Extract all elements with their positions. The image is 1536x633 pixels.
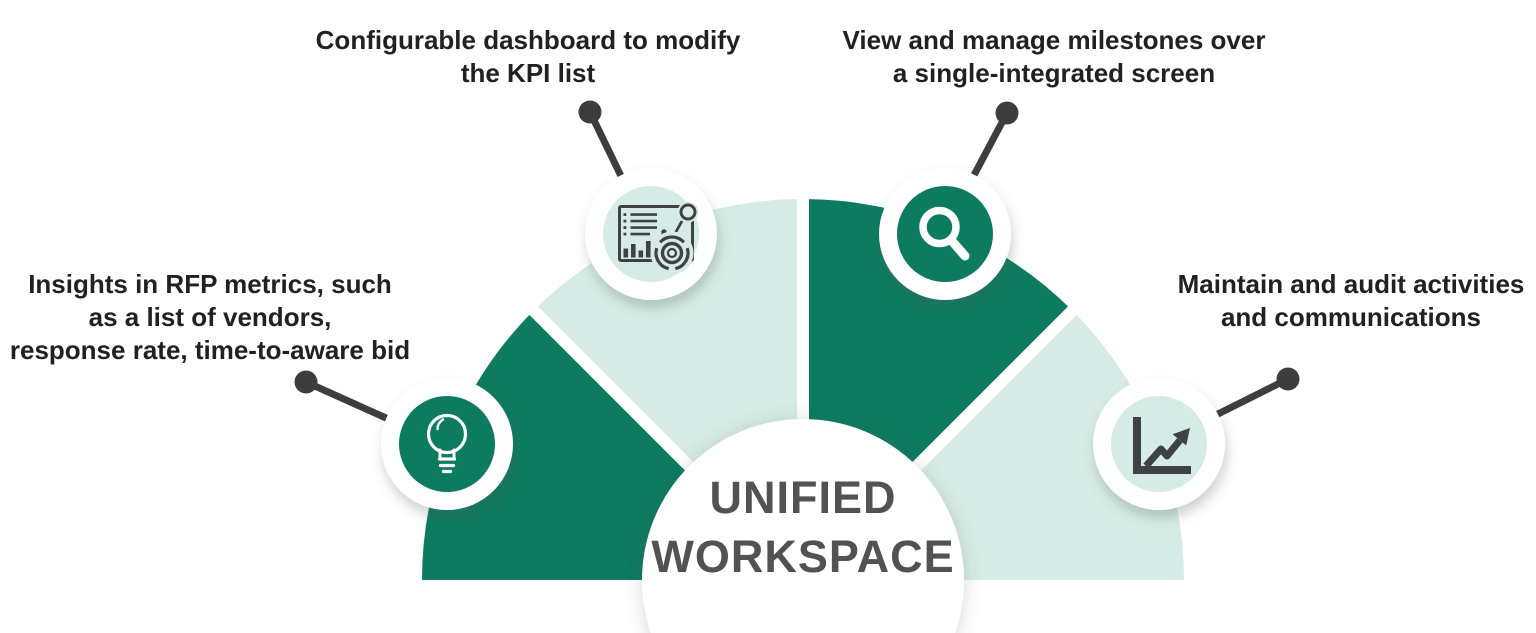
milestones-badge (879, 168, 1011, 300)
donut-chart-glyph (650, 231, 694, 275)
diagram-title: UNIFIED WORKSPACE (651, 472, 955, 582)
badge-fill (897, 186, 993, 282)
badge-fill (399, 396, 495, 492)
callout-label-dashboard: Configurable dashboard to modify the KPI… (315, 25, 741, 88)
connector-line-insights (302, 378, 390, 422)
center-circle (642, 419, 964, 633)
lightbulb-icon (426, 413, 468, 474)
connector-line-audit (1214, 375, 1292, 418)
callout-connectors (294, 100, 1300, 422)
connector-line-dashboard (586, 108, 625, 180)
magnifier-icon (919, 206, 970, 261)
callout-label-insights: Insights in RFP metrics, such as a list … (9, 269, 411, 365)
trend-chart-icon (1133, 417, 1191, 474)
connector-dot-milestones (995, 101, 1019, 125)
bar-chart-glyph (623, 241, 651, 258)
connector-line-milestones (969, 109, 1011, 181)
audit-badge (1093, 378, 1225, 510)
callout-label-milestones: View and manage milestones over a single… (842, 25, 1266, 88)
dashboard-badge (585, 168, 717, 300)
connector-dot-dashboard (578, 100, 602, 124)
callout-label-audit: Maintain and audit activities and commun… (1177, 269, 1525, 332)
kpi-dashboard-icon (618, 201, 699, 275)
semicircle-fan (422, 188, 1184, 633)
badge-fill (1111, 396, 1207, 492)
connector-dot-audit (1276, 367, 1300, 391)
insights-badge (381, 378, 513, 510)
connector-dot-insights (294, 370, 318, 394)
